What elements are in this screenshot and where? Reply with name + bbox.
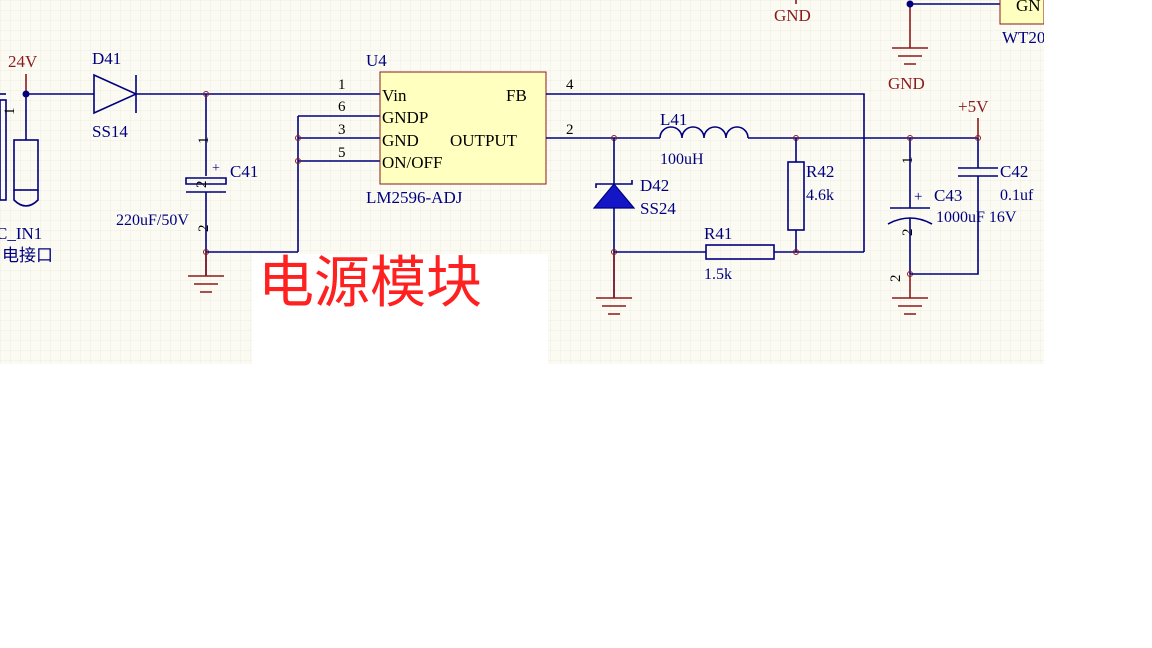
ground-symbol-c41 [188, 252, 224, 293]
connector-c-in1[interactable]: 1 C_IN1 电接口 [0, 93, 53, 266]
resistor-r41[interactable]: R41 1.5k [614, 224, 864, 283]
u4-pin-fb-name: FB [506, 86, 527, 105]
diode-d41[interactable]: D41 SS14 [26, 49, 298, 141]
capacitor-c41-pin2b: 2 [196, 225, 212, 233]
r41-value: 1.5k [704, 266, 732, 283]
capacitor-c42[interactable]: C42 0.1uf [910, 138, 1034, 275]
title-backdrop [252, 254, 548, 364]
l41-ref: L41 [660, 110, 687, 129]
c43-pin2: 2 [900, 229, 916, 237]
connector-desc: 电接口 [2, 246, 53, 266]
u4-pin-onoff-num: 5 [338, 145, 346, 161]
net-label-5v: +5V [958, 97, 989, 116]
d42-value: SS24 [640, 199, 676, 218]
regulator-u4-value: LM2596-ADJ [366, 188, 463, 207]
d42-ref: D42 [640, 176, 669, 195]
l41-coil [659, 126, 749, 139]
u4-pin-output-num: 2 [566, 122, 574, 138]
l41-value: 100uH [660, 151, 704, 168]
capacitor-c41-ref: C41 [230, 162, 258, 181]
net-label-gnd-top: GND [774, 6, 811, 25]
diode-d41-ref: D41 [92, 49, 121, 68]
regulator-u4[interactable]: U4 LM2596-ADJ Vin GNDP GND ON/OFF FB OUT… [338, 51, 574, 207]
lower-blank-area [0, 364, 1152, 648]
capacitor-c41-plate-top [185, 177, 227, 185]
net-label-gnd-right: GND [888, 74, 925, 93]
connector-ref: C_IN1 [0, 224, 42, 243]
r42-value: 4.6k [806, 187, 834, 204]
u4-pin-gndp-num: 6 [338, 99, 346, 115]
connector-pin-body [13, 139, 39, 191]
u4-pin-gndp-name: GNDP [382, 108, 428, 127]
u4-pin-gnd-num: 3 [338, 122, 346, 138]
u4-pin-vin-num: 1 [338, 77, 346, 93]
node-c43-top [907, 135, 913, 141]
u4-pin-vin-name: Vin [382, 86, 407, 105]
ground-symbol-d42 [596, 252, 632, 315]
wt20-ref: WT20 [1002, 28, 1045, 47]
partial-module-wt20[interactable]: GN WT20 [999, 0, 1045, 47]
u4-pin-output-name: OUTPUT [450, 131, 518, 150]
c43-pin1: 1 [900, 157, 916, 165]
net-label-24v: 24V [8, 52, 38, 71]
capacitor-c41-pin2: 2 [194, 181, 210, 189]
capacitor-c43[interactable]: + 1 2 2 C43 1000uF 16V [887, 138, 1017, 283]
regulator-u4-body [379, 71, 547, 185]
d42-bar [595, 180, 633, 188]
u4-pin-fb-num: 4 [566, 77, 574, 93]
capacitor-c41-plus: + [212, 161, 220, 176]
connector-body-left [0, 99, 7, 201]
regulator-u4-ref: U4 [366, 51, 387, 70]
capacitor-c41-value: 220uF/50V [116, 212, 189, 229]
c43-ref: C43 [934, 186, 962, 205]
node-gnd-3 [295, 135, 301, 141]
ground-symbol-top-right [892, 4, 928, 65]
connector-pin-number: 1 [2, 108, 18, 116]
u4-pin-onoff-name: ON/OFF [382, 153, 442, 172]
c43-plus: + [914, 189, 922, 205]
r42-ref: R42 [806, 162, 834, 181]
capacitor-c41-pin1: 1 [196, 137, 212, 145]
r41-ref: R41 [704, 224, 732, 243]
resistor-r42[interactable]: R42 4.6k [787, 138, 834, 252]
node-c41-top [203, 91, 209, 97]
page-title: 电源模块 [258, 251, 482, 316]
inductor-l41[interactable]: L41 100uH [659, 110, 978, 168]
ground-symbol-c43 [892, 274, 928, 315]
diode-d41-triangle [93, 73, 138, 115]
wt20-pin-label: GN [1016, 0, 1041, 15]
c42-value: 0.1uf [1000, 187, 1034, 204]
diode-d41-value: SS14 [92, 122, 128, 141]
node-feedback [793, 249, 799, 255]
c43-pin2b: 2 [888, 275, 904, 283]
wire-gnd-pins [298, 115, 380, 162]
u4-pin-gnd-name: GND [382, 131, 419, 150]
c43-value: 1000uF 16V [936, 209, 1017, 226]
wire-feedback [546, 93, 865, 252]
node-onoff [295, 158, 301, 164]
c42-ref: C42 [1000, 162, 1028, 181]
